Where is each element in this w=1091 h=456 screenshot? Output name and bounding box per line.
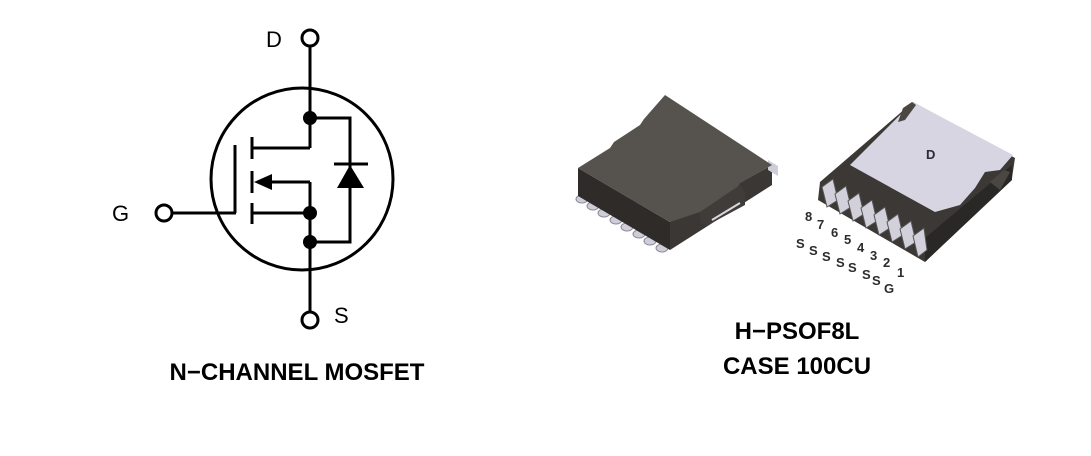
junction-dot-drain — [303, 111, 317, 125]
gate-terminal — [154, 203, 174, 223]
drain-pad — [850, 102, 1013, 212]
pin-number: 3 — [870, 248, 877, 263]
pin-number: 5 — [844, 232, 851, 247]
package-bottom-leads — [821, 178, 928, 258]
source-terminal — [300, 310, 320, 330]
source-label: S — [334, 303, 349, 328]
diode-triangle-icon — [337, 165, 364, 188]
pin-function: S — [809, 243, 818, 258]
pin-number: 2 — [883, 255, 890, 270]
pin-number: 1 — [897, 265, 904, 280]
pin-functions: S S S S S S S G — [796, 236, 894, 296]
transistor-envelope-circle — [209, 86, 395, 272]
pin-function: S — [872, 273, 881, 288]
pin-function: S — [862, 267, 871, 282]
package-bottom-view — [818, 102, 1015, 262]
pin-function: S — [796, 236, 805, 251]
package-top-surface — [578, 95, 772, 222]
pin-number: 6 — [831, 225, 838, 240]
drain-label: D — [266, 27, 282, 52]
drain-pad-label: D — [926, 147, 935, 162]
pin-number: 8 — [805, 209, 812, 224]
package-top-view — [575, 95, 778, 253]
drain-terminal — [300, 28, 320, 48]
schematic-lines — [172, 46, 395, 312]
pin-function: S — [848, 260, 857, 275]
pin-function: G — [884, 281, 894, 296]
pin-numbers: 8 7 6 5 4 3 2 1 — [805, 209, 904, 280]
pin-number: 4 — [857, 240, 865, 255]
junction-dot-source — [303, 235, 317, 249]
junction-dot-source-channel — [303, 206, 317, 220]
body-arrow-icon — [254, 174, 272, 190]
pin-function: S — [836, 255, 845, 270]
package-top-front-face — [578, 168, 670, 250]
schematic-caption: N−CHANNEL MOSFET — [169, 359, 425, 386]
pin-number: 7 — [817, 217, 824, 232]
package-name: H−PSOF8L — [734, 318, 860, 345]
gate-label: G — [112, 201, 130, 226]
pin-function: S — [822, 249, 831, 264]
package-case: CASE 100CU — [722, 353, 872, 380]
